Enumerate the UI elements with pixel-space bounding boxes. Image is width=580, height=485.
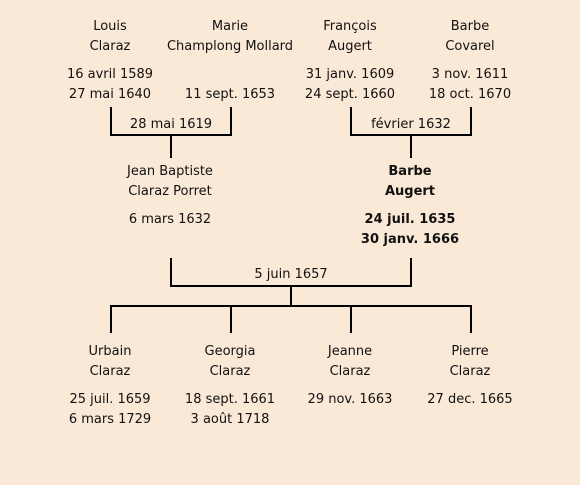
birth-date: 25 juil. 1659 — [69, 392, 151, 407]
last-name: Claraz — [89, 364, 131, 379]
person-louis-claraz[interactable]: Louis Claraz 16 avril 1589 27 mai 1640 — [40, 17, 180, 105]
birth-date: 27 dec. 1665 — [427, 392, 513, 407]
death-date — [100, 230, 240, 250]
death-date: 11 sept. 1653 — [184, 87, 276, 102]
first-name: François — [323, 19, 377, 34]
birth-date: 29 nov. 1663 — [307, 392, 393, 407]
person-barbe-covarel[interactable]: Barbe Covarel 3 nov. 1611 18 oct. 1670 — [400, 17, 540, 105]
death-date: 27 mai 1640 — [68, 87, 152, 102]
last-name: Claraz — [209, 364, 251, 379]
last-name: Augert — [328, 39, 372, 54]
person-barbe-augert[interactable]: Barbe Augert 24 juil. 1635 30 janv. 1666 — [340, 162, 480, 250]
last-name: Claraz Porret — [128, 184, 212, 199]
person-marie-champlong-mollard[interactable]: Marie Champlong Mollard 11 sept. 1653 — [160, 17, 300, 105]
death-date — [280, 410, 420, 430]
birth-date: 3 nov. 1611 — [431, 67, 509, 82]
person-jean-baptiste-claraz-porret[interactable]: Jean Baptiste Claraz Porret 6 mars 1632 — [100, 162, 240, 250]
birth-date: 31 janv. 1609 — [305, 67, 395, 82]
person-georgia-claraz[interactable]: Georgia Claraz 18 sept. 1661 3 août 1718 — [160, 342, 300, 430]
birth-date — [160, 65, 300, 85]
first-name: Jean Baptiste — [127, 164, 213, 179]
person-jeanne-claraz[interactable]: Jeanne Claraz 29 nov. 1663 — [280, 342, 420, 430]
last-name: Covarel — [445, 39, 495, 54]
marriage-date-augert-covarel: février 1632 — [371, 117, 451, 132]
death-date: 6 mars 1729 — [68, 412, 152, 427]
first-name: Pierre — [451, 344, 489, 359]
last-name: Claraz — [329, 364, 371, 379]
first-name: Urbain — [88, 344, 132, 359]
death-date: 18 oct. 1670 — [428, 87, 512, 102]
death-date: 24 sept. 1660 — [304, 87, 396, 102]
first-name: Barbe — [450, 19, 490, 34]
person-urbain-claraz[interactable]: Urbain Claraz 25 juil. 1659 6 mars 1729 — [40, 342, 180, 430]
death-date — [400, 410, 540, 430]
marriage-date-claraz-augert: 5 juin 1657 — [254, 267, 328, 282]
marriage-date-claraz-champlong: 28 mai 1619 — [129, 117, 213, 132]
birth-date: 24 juil. 1635 — [364, 212, 456, 227]
person-pierre-claraz[interactable]: Pierre Claraz 27 dec. 1665 — [400, 342, 540, 430]
birth-date: 18 sept. 1661 — [184, 392, 276, 407]
first-name: Georgia — [204, 344, 256, 359]
children-sibling-bar — [110, 305, 472, 333]
last-name: Augert — [384, 184, 436, 199]
first-name: Barbe — [388, 164, 432, 179]
birth-date: 16 avril 1589 — [66, 67, 154, 82]
last-name: Claraz — [449, 364, 491, 379]
last-name: Champlong Mollard — [166, 39, 294, 54]
last-name: Claraz — [89, 39, 131, 54]
death-date: 3 août 1718 — [190, 412, 270, 427]
person-francois-augert[interactable]: François Augert 31 janv. 1609 24 sept. 1… — [280, 17, 420, 105]
first-name: Jeanne — [327, 344, 373, 359]
death-date: 30 janv. 1666 — [360, 232, 460, 247]
birth-date: 6 mars 1632 — [128, 212, 212, 227]
first-name: Marie — [211, 19, 249, 34]
first-name: Louis — [93, 19, 127, 34]
